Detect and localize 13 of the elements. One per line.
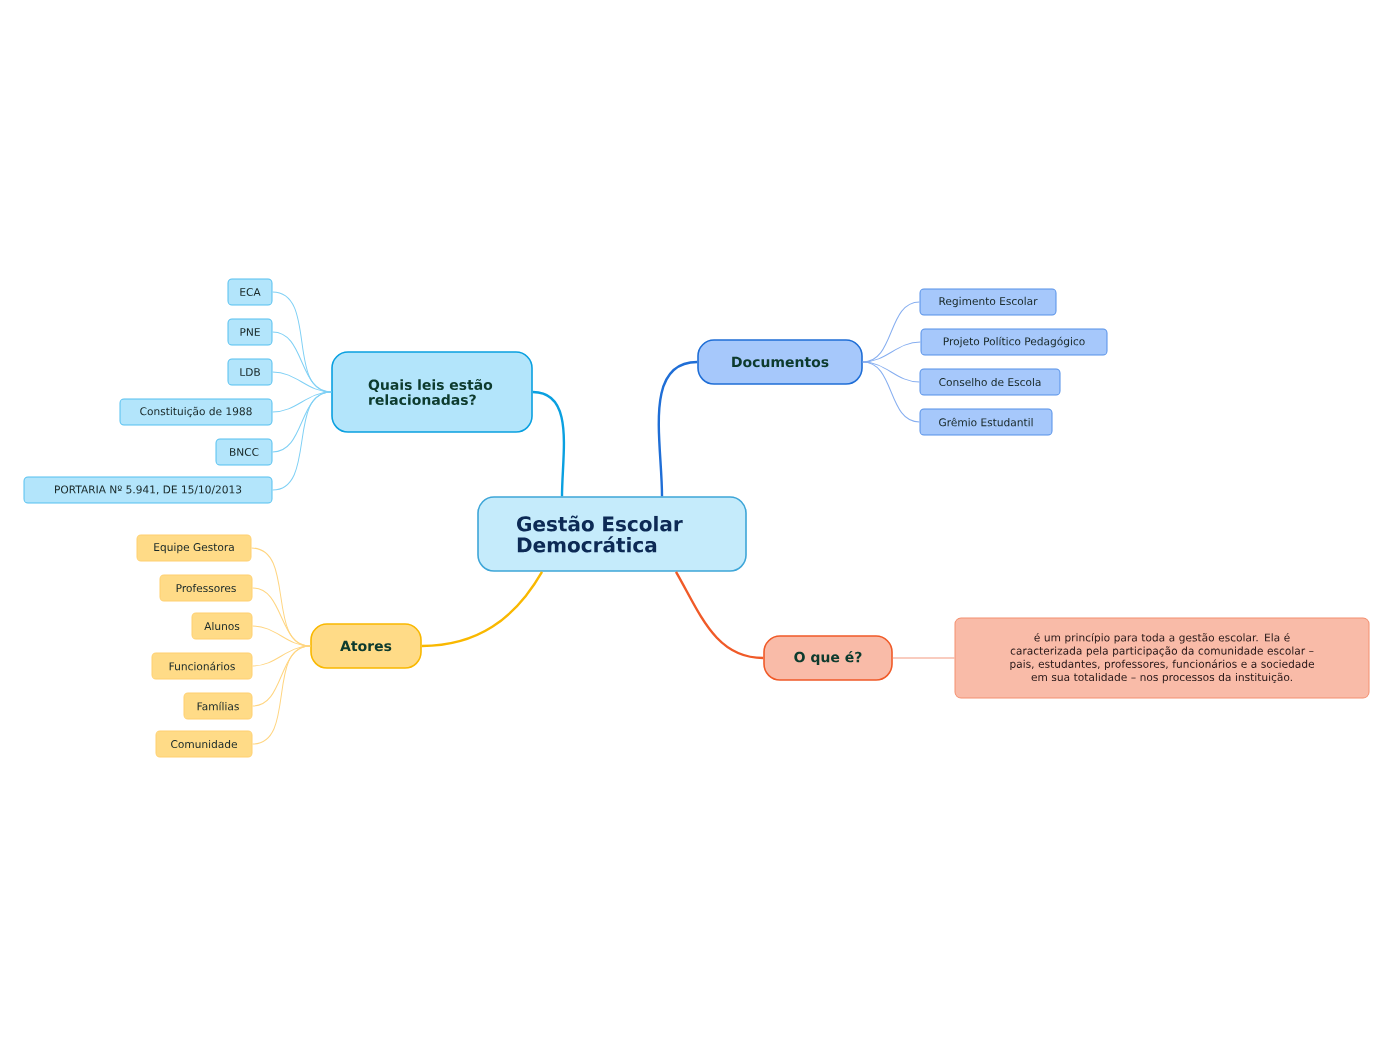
connector <box>862 341 921 363</box>
connector <box>862 361 920 423</box>
connector <box>252 645 311 745</box>
connector <box>674 571 764 660</box>
connector <box>272 371 332 393</box>
connector <box>892 657 955 659</box>
connector <box>272 391 332 491</box>
connector <box>252 625 311 647</box>
topic-bubble: Gestão Escolar Democrática <box>477 496 747 572</box>
connector <box>421 571 544 648</box>
connector <box>532 390 566 497</box>
connector <box>657 360 698 497</box>
connector <box>862 301 920 363</box>
